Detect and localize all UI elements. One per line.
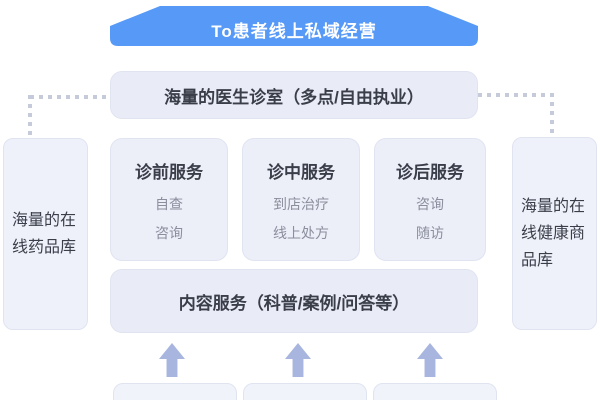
service-item: 自查 bbox=[155, 196, 183, 212]
bottom-box bbox=[113, 383, 237, 400]
service-box-in-diagnosis: 诊中服务 到店治疗 线上处方 bbox=[242, 138, 360, 261]
health-product-library-label: 海量的在线健康商品库 bbox=[521, 198, 586, 269]
dotted-connector-right-vertical bbox=[550, 93, 554, 138]
content-service-box: 内容服务（科普/案例/问答等） bbox=[110, 269, 478, 333]
service-box-post-diagnosis: 诊后服务 咨询 随访 bbox=[374, 138, 486, 261]
drug-library-panel: 海量的在线药品库 bbox=[3, 138, 88, 330]
banner-pennant-shape bbox=[110, 6, 478, 46]
banner-title: To患者线上私域经营 bbox=[211, 21, 377, 41]
content-service-label: 内容服务（科普/案例/问答等） bbox=[178, 293, 410, 313]
up-arrow-icon bbox=[159, 343, 185, 377]
dotted-connector-left-horizontal bbox=[30, 95, 110, 99]
service-items: 自查 咨询 bbox=[155, 190, 183, 248]
health-product-library-panel: 海量的在线健康商品库 bbox=[512, 137, 597, 330]
service-items: 到店治疗 线上处方 bbox=[273, 190, 329, 248]
up-arrow-icon bbox=[285, 343, 311, 377]
dotted-connector-right-horizontal bbox=[478, 93, 552, 97]
service-item: 随访 bbox=[416, 225, 444, 241]
doctor-clinic-label: 海量的医生诊室（多点/自由执业） bbox=[164, 87, 424, 107]
service-item: 咨询 bbox=[155, 225, 183, 241]
service-item: 到店治疗 bbox=[273, 196, 329, 212]
drug-library-label: 海量的在线药品库 bbox=[12, 212, 77, 256]
bottom-box bbox=[373, 383, 497, 400]
bottom-box bbox=[243, 383, 367, 400]
service-items: 咨询 随访 bbox=[416, 190, 444, 248]
service-title: 诊中服务 bbox=[267, 163, 335, 182]
service-item: 线上处方 bbox=[273, 225, 329, 241]
service-title: 诊前服务 bbox=[135, 163, 203, 182]
doctor-clinic-box: 海量的医生诊室（多点/自由执业） bbox=[110, 71, 478, 119]
service-title: 诊后服务 bbox=[396, 163, 464, 182]
service-item: 咨询 bbox=[416, 196, 444, 212]
up-arrow-icon bbox=[417, 343, 443, 377]
dotted-connector-left-vertical bbox=[28, 95, 32, 139]
service-box-pre-diagnosis: 诊前服务 自查 咨询 bbox=[110, 138, 228, 261]
